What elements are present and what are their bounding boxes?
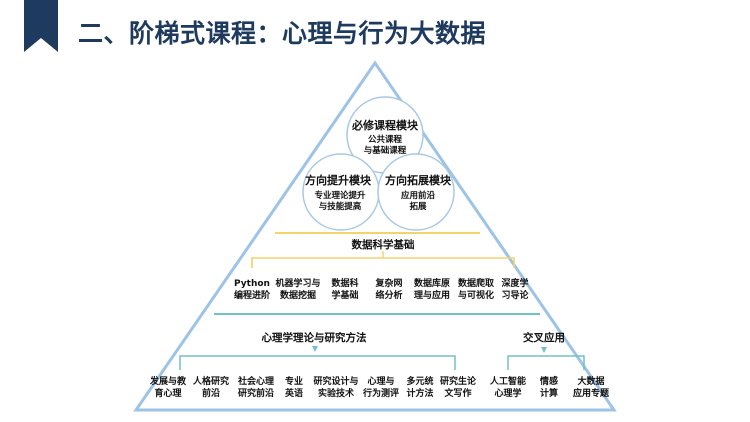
direction-up-sub-2: 与技能提高 <box>318 202 362 212</box>
page-title: 二、阶梯式课程：心理与行为大数据 <box>78 19 487 48</box>
ds-item-2: 机器学习与数据挖掘 <box>275 279 321 301</box>
psych-bracket <box>179 355 456 370</box>
psych-item-3: 社会心理研究前沿 <box>237 377 275 399</box>
ds-bracket <box>251 257 515 268</box>
direction-up-sub-1: 专业理论提升 <box>314 191 366 201</box>
ds-item-5: 数据库原理与应用 <box>413 279 451 301</box>
psych-item-1: 发展与教育心理 <box>149 377 187 399</box>
psych-item-7: 多元统计方法 <box>406 377 434 399</box>
psych-item-5: 研究设计与实验技术 <box>313 377 359 399</box>
ds-item-7: 深度学习导论 <box>501 279 529 301</box>
psych-arrow-icon <box>312 346 318 352</box>
required-module-title: 必修课程模块 <box>352 119 418 132</box>
psych-item-4: 专业英语 <box>284 377 304 399</box>
pyramid-outline <box>133 60 617 412</box>
cross-title: 交叉应用 <box>523 332 565 344</box>
psych-item-2: 人格研究前沿 <box>192 377 230 399</box>
data-science-title: 数据科学基础 <box>351 239 415 251</box>
direction-ext-sub-1: 应用前沿 <box>400 191 436 201</box>
psychology-title: 心理学理论与研究方法 <box>261 332 367 344</box>
cross-item-2: 情感计算 <box>539 377 559 399</box>
ds-item-6: 数据爬取与可视化 <box>457 279 495 301</box>
cross-bracket <box>507 355 585 370</box>
direction-ext-title: 方向拓展模块 <box>385 174 451 187</box>
psych-item-8: 研究生论文写作 <box>439 377 477 399</box>
cross-arrow-icon <box>541 347 547 353</box>
required-module-sub-2: 与基础课程 <box>363 146 407 156</box>
ds-item-4: 复杂网络分析 <box>375 279 403 301</box>
circle-direction-ext <box>377 153 455 231</box>
direction-ext-sub-2: 拓展 <box>409 202 427 212</box>
ds-item-3: 数据科学基础 <box>331 279 359 301</box>
direction-up-title: 方向提升模块 <box>305 174 371 187</box>
psych-item-6: 心理与行为测评 <box>362 377 400 399</box>
cross-item-1: 人工智能心理学 <box>489 377 527 399</box>
bookmark-icon <box>24 0 58 52</box>
required-module-sub-1: 公共课程 <box>367 135 403 145</box>
cross-item-3: 大数据应用专题 <box>572 377 610 399</box>
